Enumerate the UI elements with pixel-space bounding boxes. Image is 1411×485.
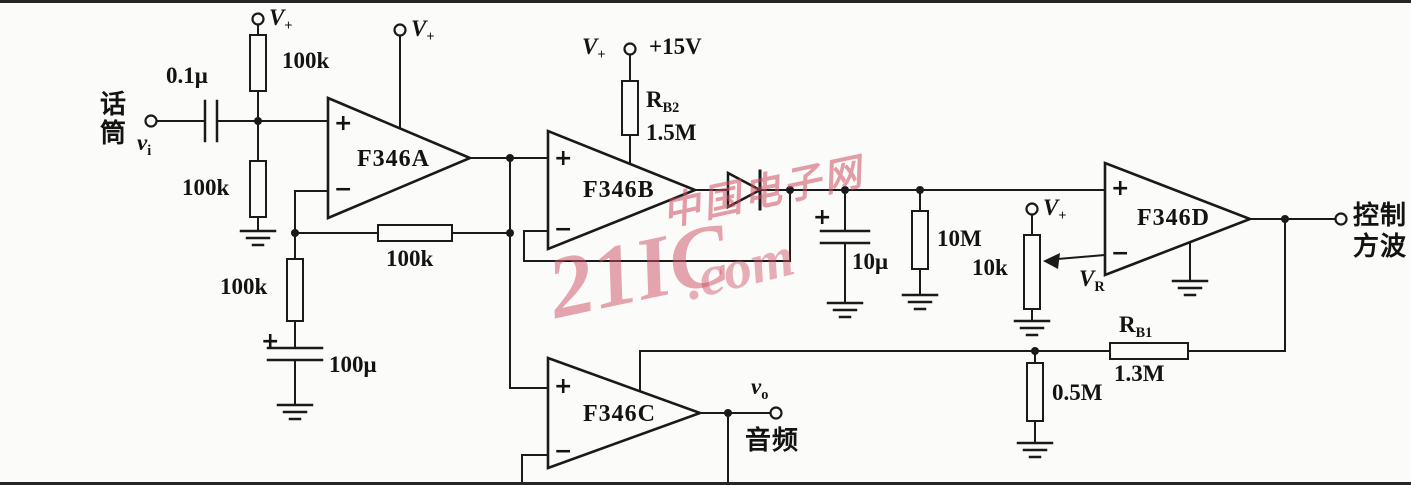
junction-dots	[254, 117, 1289, 417]
junction-dot	[916, 186, 924, 194]
label-control-1: 控制	[1353, 201, 1408, 230]
resistor-r1	[249, 34, 267, 92]
sign-c-minus: −	[554, 439, 573, 464]
label-vout: vo	[751, 374, 769, 403]
label-mic-2: 筒	[100, 119, 128, 148]
resistor-r3-feedback	[377, 224, 453, 242]
resistor-rb1	[1109, 342, 1189, 360]
ground-icon	[1171, 279, 1209, 297]
label-c3-value: 10μ	[852, 249, 889, 274]
terminal-vplus-pot	[1025, 202, 1039, 216]
terminal-vplus-r1	[251, 12, 265, 26]
ground-icon	[901, 293, 939, 311]
terminal-mic-input	[144, 114, 158, 128]
label-r4-value: 100k	[220, 274, 268, 299]
diode	[726, 169, 763, 211]
sign-c-plus: +	[554, 374, 573, 399]
junction-dot	[506, 154, 514, 162]
label-vplus-r1: V+	[269, 5, 293, 34]
label-vin: vi	[137, 130, 152, 159]
label-rb1-value: 1.3M	[1114, 361, 1165, 386]
junction-dot	[1031, 347, 1039, 355]
resistor-05m	[1026, 362, 1044, 422]
resistor-r2	[249, 160, 267, 218]
terminals	[144, 12, 1348, 420]
resistors	[249, 34, 1189, 422]
capacitors	[203, 99, 871, 362]
wire	[294, 190, 329, 260]
sign-d-plus: +	[1111, 176, 1130, 201]
label-c1-value: 0.1μ	[166, 63, 208, 88]
label-vplus-a: V+	[411, 16, 435, 45]
wires	[156, 23, 1336, 482]
ground-icon	[239, 229, 277, 247]
junction-dot	[254, 117, 262, 125]
label-vr: VR	[1079, 266, 1105, 295]
junction-dot	[291, 229, 299, 237]
junction-dot	[841, 186, 849, 194]
ground-icon	[826, 301, 864, 319]
wire	[521, 412, 729, 482]
sign-b-plus: +	[554, 146, 573, 171]
wiper-arrow-icon	[1043, 253, 1060, 269]
label-opamp-d: F346D	[1137, 205, 1210, 231]
label-opamp-c: F346C	[583, 401, 656, 427]
resistor-10m	[911, 210, 929, 270]
terminal-vplus-a	[393, 23, 407, 37]
label-r10m-value: 10M	[937, 226, 982, 251]
opamp-f346a-triangle	[326, 96, 474, 220]
opamp-f346d-triangle	[1103, 161, 1254, 277]
label-pot-value: 10k	[972, 255, 1008, 280]
wire	[1055, 253, 1107, 261]
opamp-f346b-triangle	[546, 129, 699, 251]
ground-icon	[276, 403, 314, 421]
label-mic-1: 话	[100, 90, 128, 119]
sign-a-plus: +	[334, 111, 353, 136]
label-rb2-value: 1.5M	[646, 120, 697, 145]
label-15v: +15V	[649, 34, 702, 59]
label-control-2: 方波	[1353, 232, 1408, 261]
opamp-f346c-triangle	[546, 356, 704, 470]
label-opamp-b: F346B	[583, 177, 655, 203]
label-r2-value: 100k	[182, 175, 230, 200]
junction-dot	[506, 229, 514, 237]
wire	[639, 350, 1111, 392]
ground-icon	[1013, 319, 1051, 337]
label-c2-value: 100μ	[329, 352, 377, 377]
wire	[1187, 218, 1286, 352]
resistor-r4	[286, 258, 304, 322]
label-vplus-pot: V+	[1043, 195, 1067, 224]
terminal-audio-output	[769, 406, 783, 420]
label-rb2: RB2	[646, 87, 680, 116]
potentiometer-10k	[1023, 234, 1041, 310]
ground-symbols	[239, 229, 1209, 459]
label-r05m-value: 0.5M	[1052, 380, 1103, 405]
circuit-svg	[144, 12, 1348, 482]
label-c2-polarity: +	[261, 329, 280, 354]
junction-dot	[1281, 215, 1289, 223]
label-vplus-b: V+	[582, 34, 606, 63]
wire	[523, 189, 791, 262]
wire	[509, 157, 549, 389]
label-opamp-a: F346A	[357, 146, 430, 172]
label-c3-polarity: +	[813, 205, 832, 230]
ground-icon	[1016, 441, 1054, 459]
label-audio: 音频	[745, 426, 800, 455]
resistor-rb2	[621, 80, 639, 136]
sign-d-minus: −	[1111, 241, 1130, 266]
junction-dot	[786, 186, 794, 194]
diode-triangle	[726, 170, 763, 210]
junction-dot	[724, 409, 732, 417]
sign-a-minus: −	[334, 177, 353, 202]
label-r3-value: 100k	[386, 246, 434, 271]
label-rb1: RB1	[1119, 312, 1153, 341]
label-r1-value: 100k	[282, 48, 330, 73]
terminal-vplus-15v	[623, 42, 637, 56]
sign-b-minus: −	[554, 217, 573, 242]
terminal-control-output	[1334, 212, 1348, 226]
opamp-triangles	[326, 96, 1254, 470]
